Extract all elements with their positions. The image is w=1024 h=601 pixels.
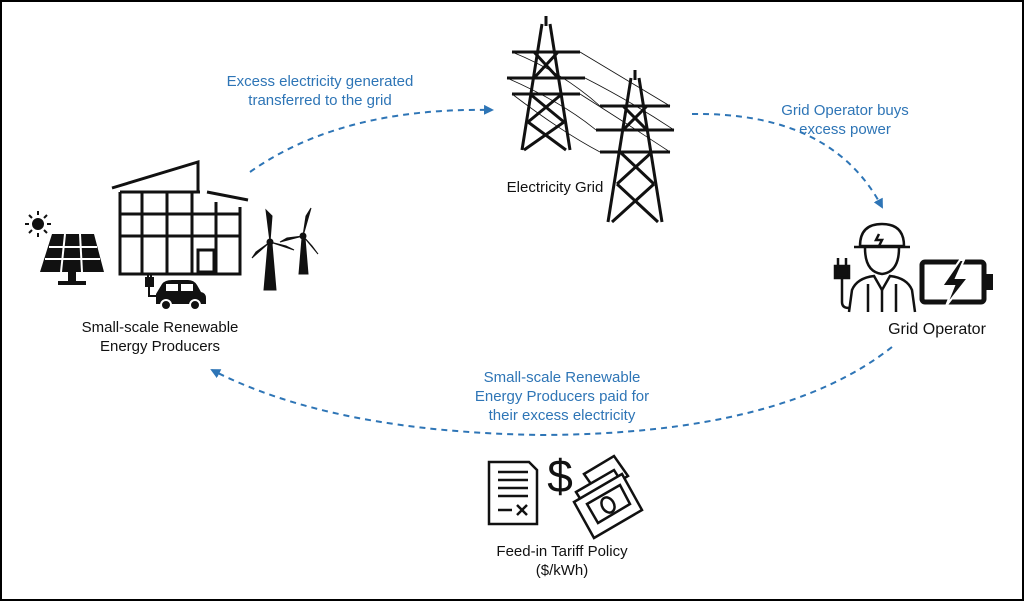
flow-label-to-operator-line1: Grid Operator buys	[781, 102, 909, 119]
transmission-tower-icon	[596, 70, 674, 224]
flow-label-to-operator: Grid Operator buys excess power	[760, 101, 930, 139]
wind-turbine-icon	[251, 208, 295, 291]
policy-label-line2: ($/kWh)	[535, 562, 589, 579]
arrow-operator-to-producers	[210, 346, 893, 437]
grid-label: Electricity Grid	[480, 178, 630, 197]
flow-label-to-producers: Small-scale Renewable Energy Producers p…	[462, 368, 662, 425]
arrow-producers-to-grid	[249, 104, 494, 173]
transmission-tower-icon	[507, 16, 585, 152]
contract-icon	[487, 460, 539, 526]
producers-label-line1: Small-scale Renewable	[81, 319, 239, 336]
charging-plug-icon	[145, 274, 158, 297]
power-plug-icon	[833, 258, 851, 310]
policy-label: Feed-in Tariff Policy ($/kWh)	[472, 542, 652, 580]
flow-label-to-grid: Excess electricity generated transferred…	[210, 72, 430, 110]
grid-label-text: Electricity Grid	[506, 179, 604, 196]
flow-label-to-operator-line2: excess power	[799, 121, 891, 138]
flow-label-to-producers-line3: their excess electricity	[488, 407, 636, 424]
power-lines	[506, 51, 675, 153]
wind-turbine-icon	[279, 207, 319, 275]
flow-label-to-grid-line1: Excess electricity generated	[226, 73, 414, 90]
operator-label: Grid Operator	[862, 320, 1012, 339]
sun-icon	[25, 211, 51, 237]
flow-label-to-producers-line2: Energy Producers paid for	[474, 388, 650, 405]
flow-label-to-producers-line1: Small-scale Renewable	[483, 369, 641, 386]
producers-label: Small-scale Renewable Energy Producers	[60, 318, 260, 356]
solar-panel-icon	[40, 233, 104, 285]
policy-label-line1: Feed-in Tariff Policy	[496, 543, 628, 560]
producers-label-line2: Energy Producers	[99, 338, 221, 355]
dollar-sign-icon: $	[547, 450, 573, 502]
flow-label-to-grid-line2: transferred to the grid	[248, 92, 392, 109]
arrow-grid-to-operator	[691, 112, 883, 209]
banknotes-icon	[572, 454, 644, 540]
battery-icon	[919, 259, 993, 307]
worker-icon	[847, 222, 917, 313]
factory-icon	[111, 159, 249, 276]
operator-label-text: Grid Operator	[888, 321, 986, 338]
electric-car-icon	[156, 280, 206, 311]
